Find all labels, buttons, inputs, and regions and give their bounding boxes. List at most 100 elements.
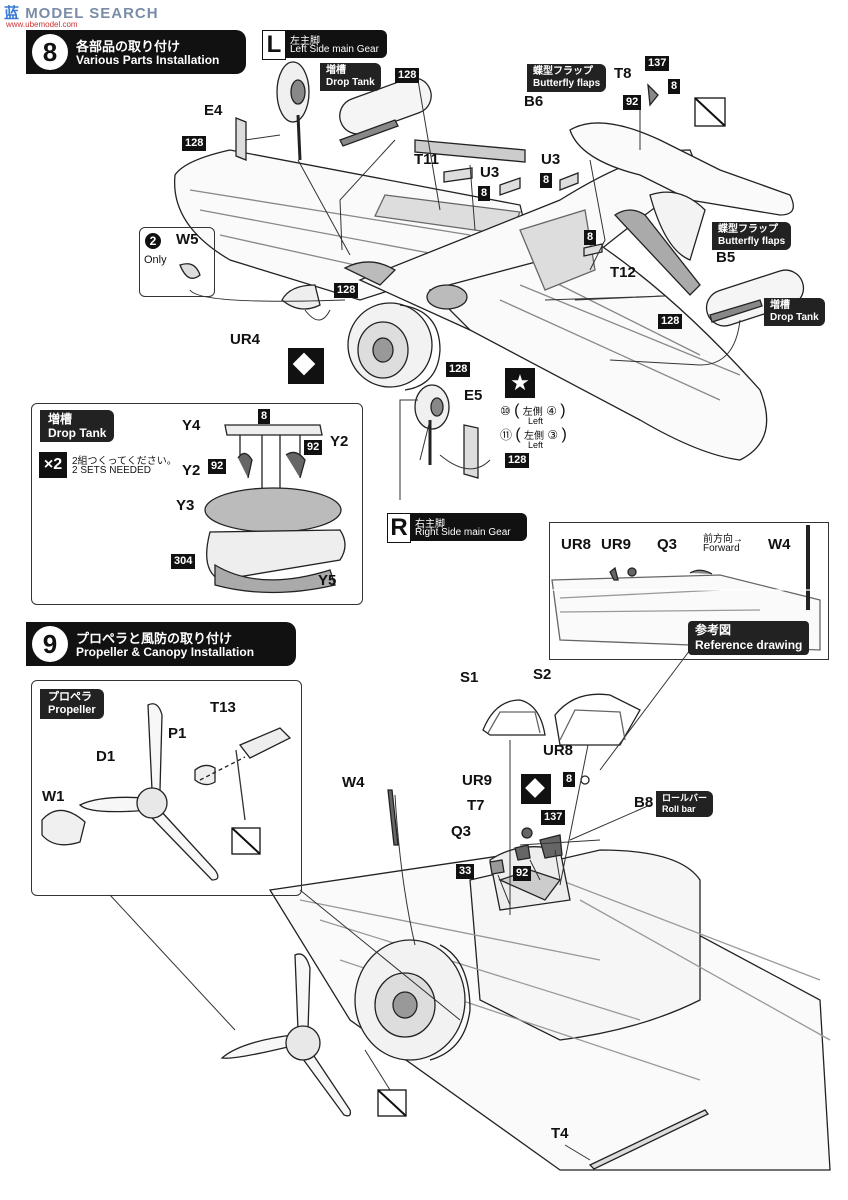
code-box: 8 [668,79,681,94]
tag-en: Drop Tank [326,77,375,88]
part-P1: P1 [168,725,187,742]
part-U3-b: U3 [541,151,561,168]
tag-jp: 蝶型フラップ [718,224,778,235]
part-D1: D1 [96,748,116,765]
left-jp: 左側 [522,407,543,418]
part-W4: W4 [342,774,365,791]
sets-note-en: 2 SETS NEEDED [72,465,151,476]
tag-jp: 増槽 [48,412,73,426]
forward-jp: 前方向→ [703,534,743,545]
tag-jp: 増槽 [326,65,346,76]
forward-en: Forward [703,543,740,554]
butterfly-flaps-tag-right: 蝶型フラップ Butterfly flaps [712,222,792,250]
propeller-panel [31,680,302,896]
code-box: 128 [505,453,530,468]
watermark: 蓝 MODEL SEARCH [4,2,159,23]
gear-en: Left Side main Gear [290,44,379,55]
part-Y5: Y5 [318,572,337,589]
option-num: ⑩ [500,404,511,418]
step-9-header: 9 プロペラと風防の取り付け Propeller & Canopy Instal… [26,622,296,666]
upper-aircraft-drawing [173,61,805,500]
reference-panel [549,522,829,660]
step-title-jp: 各部品の取り付け [76,39,181,54]
drop-tank-assembly-drawing [204,424,346,594]
code-box: 8 [563,772,576,787]
code-box: 92 [208,459,227,474]
tag-jp: プロペラ [48,691,92,703]
part-UR4: UR4 [230,331,261,348]
code-box: 33 [456,864,475,879]
part-T13: T13 [210,699,236,716]
part-Q3: Q3 [451,823,472,840]
step-title-en: Various Parts Installation [76,53,220,67]
tag-en: Butterfly flaps [718,236,786,247]
part-Y3: Y3 [176,497,195,514]
tag-jp: 参考図 [695,623,732,637]
option-num: ⑪ [500,428,513,442]
part-W5: W5 [176,231,199,248]
tag-en: Butterfly flaps [533,78,601,89]
code-box: 137 [645,56,670,71]
reference-tag: 参考図 Reference drawing [688,621,810,655]
star-icon: ★ [510,370,530,395]
option-10: ⑩ ( 左側 ④ ) [500,402,566,419]
drop-tank-panel-tag: 増槽 Drop Tank [40,410,115,442]
sets-note-jp: 2組つくってください。 [72,456,177,467]
part-B6: B6 [524,93,544,110]
watermark-brand: MODEL SEARCH [25,5,159,22]
option-11-en: Left [528,440,544,450]
part-UR8: UR8 [543,742,574,759]
option-10-en: Left [528,416,544,426]
tag-en: Roll bar [662,804,696,814]
tag-en: Drop Tank [770,312,819,323]
tag-jp: 増槽 [770,300,790,311]
butterfly-flaps-tag-top: 蝶型フラップ Butterfly flaps [527,64,607,92]
code-box: 92 [304,440,323,455]
code-box: 8 [258,409,271,424]
step-title-jp: プロペラと風防の取り付け [76,631,233,646]
ref-UR8: UR8 [561,536,592,553]
multiplier-badge: ×2 [39,452,67,478]
tag-jp: ロールバー [662,793,708,803]
gear-en: Right Side main Gear [415,527,511,538]
step-8-header: 8 各部品の取り付け Various Parts Installation [26,30,246,74]
watermark-logo: 蓝 [4,5,21,22]
ref-W4: W4 [768,536,791,553]
drop-tank-tag-right: 増槽 Drop Tank [764,298,825,326]
part-T12: T12 [610,264,636,281]
part-B8: B8 [634,794,654,811]
step-number: 8 [32,34,68,70]
part-E5: E5 [464,387,483,404]
part-W1: W1 [42,788,65,805]
code-box: 8 [584,230,597,245]
tag-en: Reference drawing [695,638,803,652]
code-box: 128 [334,283,359,298]
propeller-drawing [41,703,292,881]
diamond-icon [292,352,316,376]
part-T11: T11 [414,151,440,168]
left-jp: 左側 [524,431,545,442]
star-marker: ★ [505,368,535,398]
left-gear-label: L 左主脚 Left Side main Gear [262,30,387,60]
ref-UR9: UR9 [601,536,632,553]
gear-letter: L [262,30,286,60]
part-T4: T4 [551,1125,569,1142]
propeller-tag: プロペラ Propeller [40,689,104,719]
code-box: 92 [623,95,642,110]
code-box: 137 [541,810,566,825]
part-Y4: Y4 [182,417,201,434]
only-panel [139,227,215,297]
part-Y2-left: Y2 [182,462,201,479]
tag-en: Propeller [48,704,96,716]
code-box: 8 [478,186,491,201]
code-box: 128 [658,314,683,329]
diamond-marker-step9 [521,774,551,804]
part-U3-a: U3 [480,164,500,181]
part-B5: B5 [716,249,736,266]
step-title-en: Propeller & Canopy Installation [76,645,255,659]
code-box: 304 [171,554,196,569]
watermark-url: www.ubemodel.com [6,20,78,29]
part-E4: E4 [204,102,223,119]
code-box: 128 [395,68,420,83]
